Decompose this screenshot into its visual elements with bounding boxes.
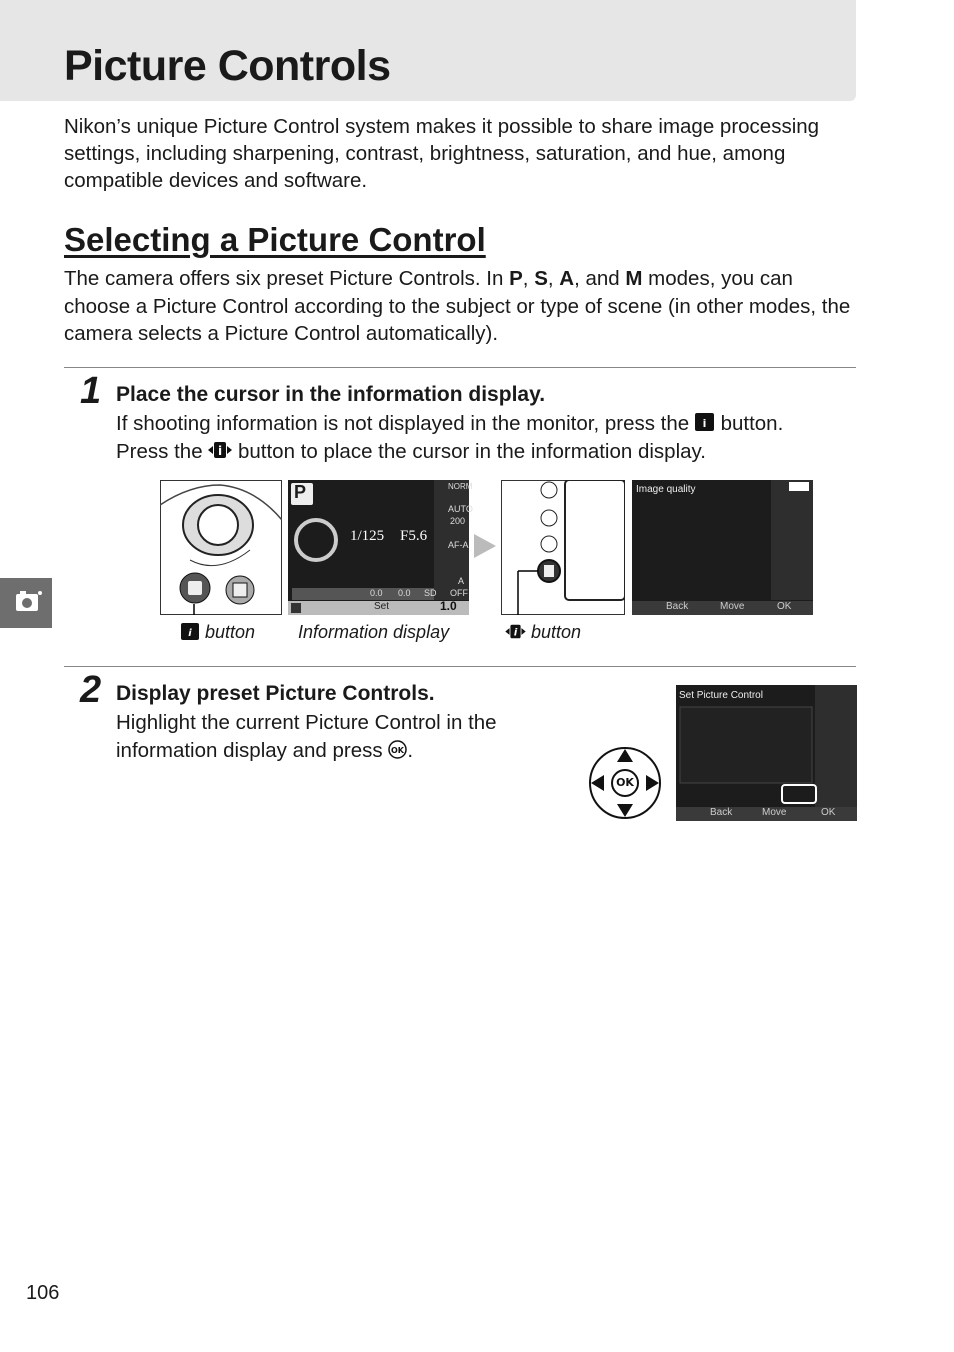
bkt-value: OFF — [450, 588, 468, 598]
caption-information-display: Information display — [298, 622, 450, 642]
step-2-heading: Display preset Picture Controls. — [116, 682, 435, 705]
set-picture-control-title: Set Picture Control — [679, 690, 763, 701]
camera-top-illustration — [160, 480, 282, 615]
frames-value: 1.0 — [440, 599, 457, 613]
ok-label: OK — [616, 776, 634, 789]
title-band — [0, 0, 856, 101]
step-2-number: 2 — [80, 669, 102, 711]
section-body: The camera offers six preset Picture Con… — [64, 267, 851, 345]
svg-text:i: i — [218, 444, 222, 458]
multi-selector: OK — [588, 746, 662, 820]
page-title: Picture Controls — [64, 42, 391, 90]
step-1-heading: Place the cursor in the information disp… — [116, 383, 546, 406]
caption-info-button: i button — [181, 620, 255, 644]
image-quality-screen: Image quality Back Move OK — [632, 480, 813, 615]
page-number: 106 — [26, 1282, 60, 1304]
af-value: AF-A — [448, 540, 469, 550]
i-button-icon: i — [505, 624, 526, 639]
caption-i-button: i button — [505, 620, 581, 644]
information-display-screen: P 1/125 F5.6 NORM AUTO 200 AF-A A OFF 0.… — [288, 480, 473, 615]
picture-control-value: SD — [424, 588, 437, 598]
mode-badge: P — [294, 482, 307, 502]
mode-m: M — [625, 267, 643, 290]
quality-back: Back — [666, 601, 689, 612]
setpc-ok: OK — [821, 807, 836, 818]
svg-text:i: i — [188, 628, 192, 639]
i-button-icon: i — [208, 441, 233, 458]
mode-s: S — [534, 267, 548, 290]
shooting-menu-tab — [0, 578, 52, 628]
camera-back-illustration — [501, 480, 625, 615]
quality-value: NORM — [448, 482, 473, 491]
aperture: F5.6 — [400, 528, 428, 544]
setpc-back: Back — [710, 807, 733, 818]
step-1-text: If shooting information is not displayed… — [116, 412, 784, 463]
divider-step2 — [64, 666, 856, 667]
mode-p: P — [509, 267, 523, 290]
quality-ok: OK — [777, 601, 792, 612]
intro-paragraph: Nikon’s unique Picture Control system ma… — [64, 115, 820, 192]
flash-comp: 0.0 — [398, 588, 411, 598]
exposure-comp: 0.0 — [370, 588, 383, 598]
mode-a: A — [559, 267, 575, 290]
step-2-text: Highlight the current Picture Control in… — [116, 711, 497, 762]
adl-value: A — [458, 576, 465, 586]
iso-value: 200 — [450, 516, 466, 526]
svg-text:OK: OK — [391, 746, 405, 755]
section-title: Selecting a Picture Control — [64, 221, 486, 258]
quality-move: Move — [720, 601, 745, 612]
image-quality-title: Image quality — [636, 484, 696, 495]
info-button-icon: i — [181, 623, 199, 640]
set-label: Set — [374, 601, 390, 612]
camera-icon — [16, 591, 42, 611]
svg-text:i: i — [514, 628, 518, 639]
arrow-right-icon — [474, 534, 496, 558]
wb-value: AUTO — [448, 504, 473, 514]
set-picture-control-screen: Set Picture Control Back Move OK — [676, 685, 857, 821]
svg-text:i: i — [702, 417, 706, 430]
setpc-move: Move — [762, 807, 787, 818]
shutter-speed: 1/125 — [350, 528, 385, 544]
ok-button-icon: OK — [388, 739, 408, 759]
info-button-icon: i — [694, 413, 714, 431]
step-1-number: 1 — [80, 370, 102, 412]
divider-step1 — [64, 367, 856, 368]
